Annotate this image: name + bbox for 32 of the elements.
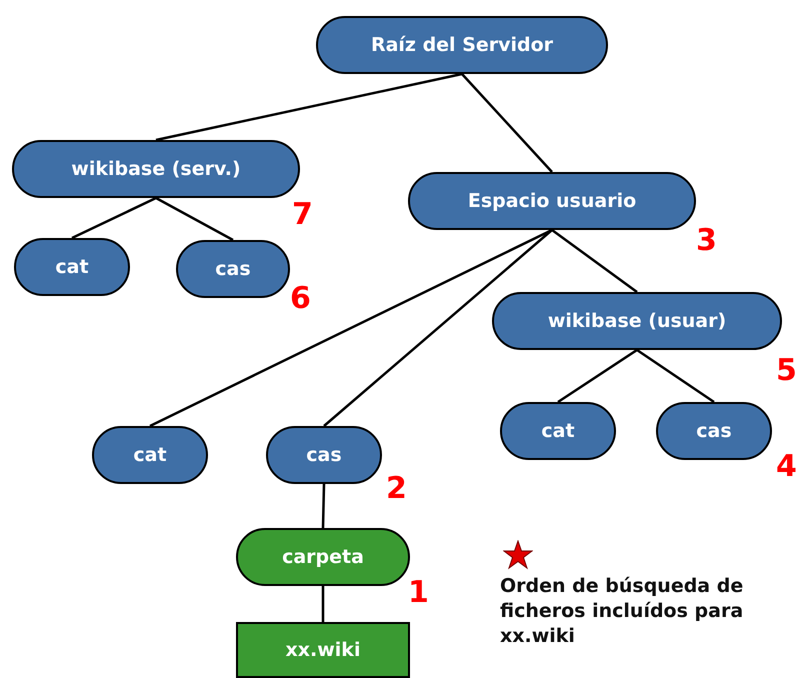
order-number: 2 [386, 474, 407, 504]
node-label: cat [133, 444, 167, 466]
order-number: 6 [290, 284, 311, 314]
node-label: Espacio usuario [468, 190, 636, 212]
connector-line [322, 586, 324, 622]
node-label: cas [215, 258, 251, 280]
connector-line [156, 72, 462, 142]
file-box [236, 622, 410, 678]
node-label: Raíz del Servidor [370, 34, 554, 56]
node-label: cat [541, 420, 575, 442]
node-label: carpeta [282, 546, 364, 568]
connector-line [557, 348, 638, 404]
node-label: cat [55, 256, 89, 278]
node-label: wikibase (serv.) [71, 158, 241, 180]
order-number: 3 [696, 226, 717, 256]
order-number: 1 [408, 578, 429, 608]
connector-line [155, 196, 234, 242]
connector-line [461, 73, 553, 173]
connector-line [322, 484, 326, 528]
order-number: 5 [776, 356, 797, 386]
connector-line [149, 228, 553, 428]
legend-text: Orden de búsqueda de ficheros incluídos para xx.wiki [500, 574, 744, 649]
node-label: xx.wiki [286, 639, 360, 661]
order-number: 4 [776, 452, 797, 482]
connector-line [551, 229, 638, 293]
connector-line [71, 196, 157, 240]
connector-line [323, 229, 553, 427]
node-label: wikibase (usuar) [548, 310, 726, 332]
order-number: 7 [292, 200, 313, 230]
node-label: cas [696, 420, 732, 442]
connector-line [636, 348, 715, 404]
node-label: cas [306, 444, 342, 466]
